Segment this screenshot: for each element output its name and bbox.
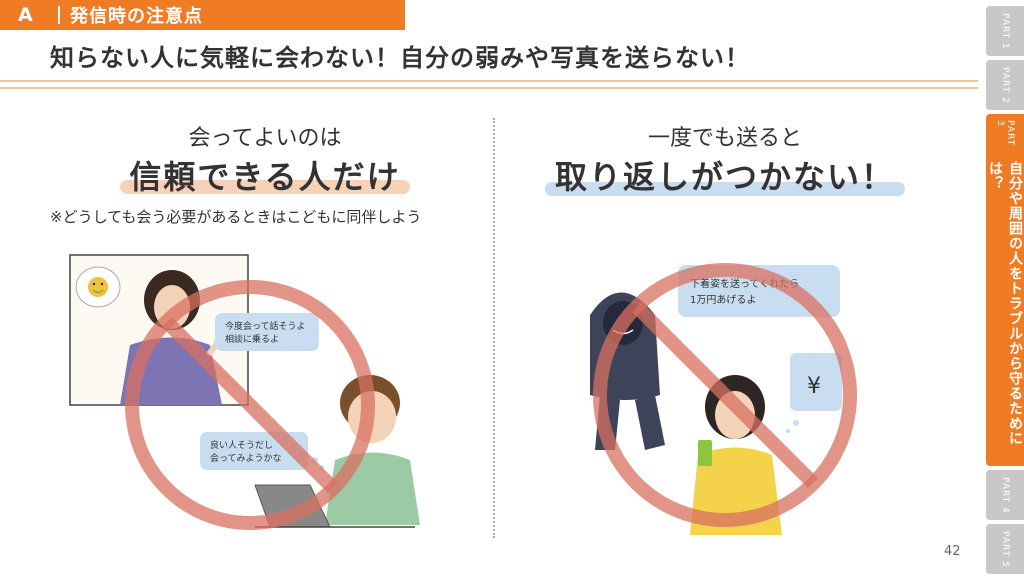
prohibition-circle xyxy=(125,280,375,530)
left-heading: 信頼できる人だけ xyxy=(129,158,401,196)
left-subheading: 会ってよいのは xyxy=(188,126,342,151)
side-tab-label: PART 5 xyxy=(1000,530,1010,568)
headline-stripe-1 xyxy=(0,80,978,82)
side-tab-label: PART 4 xyxy=(1000,476,1010,514)
stranger-bubble-line1: 今度会って話そうよ xyxy=(225,320,306,332)
meeting-stranger-illustration: 今度会って話そうよ 相談に乗るよ 良い人そうだし 会ってみようかな xyxy=(69,254,420,530)
section-title: 発信時の注意点 xyxy=(70,6,203,27)
side-tab-part5[interactable]: PART 5 xyxy=(986,524,1024,574)
right-heading: 取り返しがつかない！ xyxy=(554,158,895,196)
stranger-bubble-line2: 相談に乗るよ xyxy=(225,333,279,345)
side-tab-label: PART 2 xyxy=(1000,66,1010,104)
left-note: ※どうしても会う必要があるときはこどもに同伴しよう xyxy=(50,208,422,226)
smartphone-icon xyxy=(698,440,712,466)
left-highlight-brush xyxy=(120,180,410,194)
stranger-speech-bubble xyxy=(215,313,319,351)
column-divider xyxy=(493,118,495,538)
right-subheading: 一度でも送ると xyxy=(647,126,802,151)
yen-bubble xyxy=(790,353,842,411)
side-tab-label: PART 1 xyxy=(1000,12,1010,50)
prohibition-circle xyxy=(593,263,857,527)
side-tab-label: PART 3 xyxy=(995,120,1015,147)
boy-bubble-line1: 良い人そうだし xyxy=(210,439,273,451)
headline-stripe-2 xyxy=(0,87,978,89)
section-letter: A xyxy=(18,4,33,26)
sending-photos-illustration: 下着姿を送ってくれたら 1万円あげるよ ¥ xyxy=(590,263,857,535)
side-tab-part4[interactable]: PART 4 xyxy=(986,470,1024,520)
side-tab-part2[interactable]: PART 2 xyxy=(986,60,1024,110)
side-tab-part3[interactable]: PART 3 自分や周囲の人をトラブルから守るためには？ xyxy=(986,114,1024,466)
page-headline: 知らない人に気軽に会わない！自分の弱みや写真を送らない！ xyxy=(50,44,750,72)
right-highlight-brush xyxy=(545,182,905,196)
side-tab-part1[interactable]: PART 1 xyxy=(986,6,1024,56)
side-tab-chapter-title: 自分や周囲の人をトラブルから守るためには？ xyxy=(987,161,1023,447)
header-separator xyxy=(58,6,60,24)
stranger-bubble-line2: 1万円あげるよ xyxy=(690,294,756,306)
section-header: A 発信時の注意点 xyxy=(0,0,405,30)
stranger-speech-bubble xyxy=(678,265,840,317)
yen-icon: ¥ xyxy=(807,374,821,399)
smiley-icon xyxy=(88,277,108,297)
page-number: 42 xyxy=(944,544,961,559)
boy-bubble-line2: 会ってみようかな xyxy=(210,452,282,464)
prohibition-slash xyxy=(162,317,338,493)
prohibition-slash xyxy=(632,302,818,488)
